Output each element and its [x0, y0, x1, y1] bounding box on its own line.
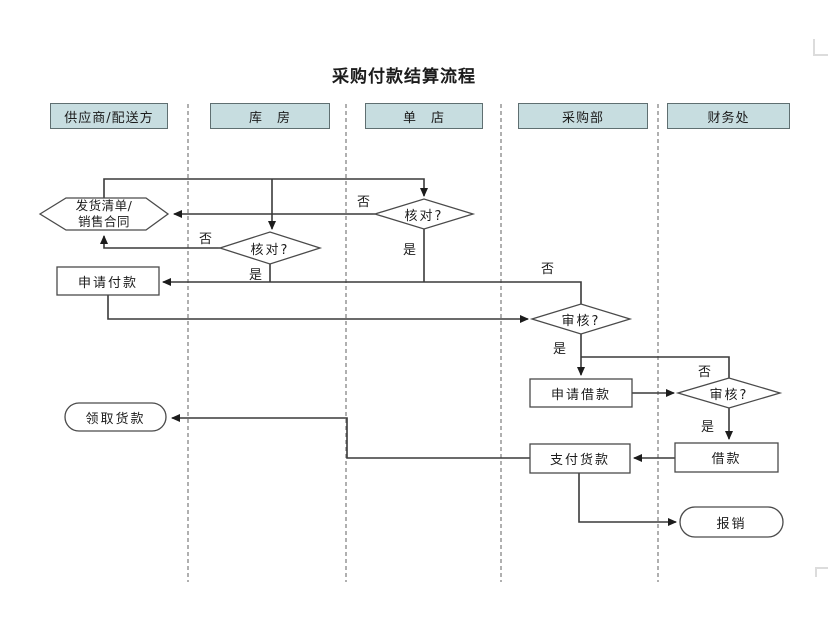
- connector-warehouse-verify-no: [100, 235, 220, 249]
- branch-no-review-purchase: 否: [541, 262, 555, 277]
- verify-warehouse-diamond: [217, 231, 323, 265]
- receive-payment-terminator: [64, 402, 167, 432]
- connector-request-payment-to-review: [107, 295, 529, 323]
- lane-header-purchasing-label: 采购部: [561, 110, 604, 126]
- lane-header-store: 单 店: [365, 103, 483, 129]
- connector-pay-goods-to-receive-payment: [171, 414, 530, 459]
- shipping-doc-hexagon: [38, 197, 170, 231]
- page-corner-top-right: [813, 39, 828, 56]
- branch-no-review-finance: 否: [698, 365, 712, 380]
- verify-warehouse-label: 核对?: [250, 242, 290, 258]
- shipping-doc-label-line1: 发货清单/: [75, 198, 133, 213]
- loan-box: [674, 442, 779, 473]
- page-corner-bottom-right: [815, 567, 828, 577]
- review-finance-label: 审核?: [709, 387, 749, 403]
- receive-payment-label: 领取货款: [85, 411, 146, 427]
- lane-header-supplier: 供应商/配送方: [50, 103, 168, 129]
- connector-merge-to-request-payment: [162, 278, 582, 305]
- request-payment-label: 申请付款: [77, 275, 138, 291]
- shipping-doc-label-line2: 销售合同: [77, 214, 130, 229]
- pay-goods-label: 支付货款: [549, 453, 610, 468]
- connector-doc-to-store-verify: [103, 178, 428, 198]
- branch-yes-review-finance: 是: [701, 420, 715, 435]
- lane-header-warehouse: 库 房: [210, 103, 330, 129]
- page-title: 采购付款结算流程: [332, 67, 476, 87]
- reimburse-label: 报销: [716, 516, 747, 532]
- lane-header-finance: 财务处: [667, 103, 790, 129]
- verify-store-label: 核对?: [404, 208, 444, 224]
- connector-pay-goods-to-reimburse: [578, 472, 677, 526]
- lane-header-purchasing: 采购部: [518, 103, 648, 129]
- pay-goods-box: [529, 443, 631, 474]
- branch-yes-warehouse-verify: 是: [249, 268, 263, 283]
- lane-header-supplier-label: 供应商/配送方: [64, 110, 154, 126]
- branch-no-store-verify: 否: [357, 195, 371, 210]
- connector-finance-review-no-loop: [581, 356, 730, 379]
- shipping-doc-label: 发货清单/ 销售合同: [54, 198, 154, 230]
- branch-yes-review-purchase: 是: [553, 342, 567, 357]
- review-purchase-label: 审核?: [561, 313, 601, 329]
- request-payment-box: [56, 266, 160, 296]
- lane-header-finance-label: 财务处: [707, 110, 750, 126]
- loan-label: 借款: [711, 452, 742, 467]
- branch-no-warehouse-verify: 否: [199, 232, 213, 247]
- request-loan-box: [529, 378, 633, 408]
- lane-header-warehouse-label: 库 房: [248, 110, 291, 126]
- review-purchase-diamond: [529, 303, 633, 335]
- review-finance-diamond: [675, 377, 783, 409]
- lane-header-store-label: 单 店: [402, 110, 445, 126]
- branch-yes-store-verify: 是: [403, 243, 417, 258]
- reimburse-terminator: [679, 506, 784, 538]
- request-loan-label: 申请借款: [550, 387, 611, 403]
- verify-store-diamond: [372, 198, 476, 230]
